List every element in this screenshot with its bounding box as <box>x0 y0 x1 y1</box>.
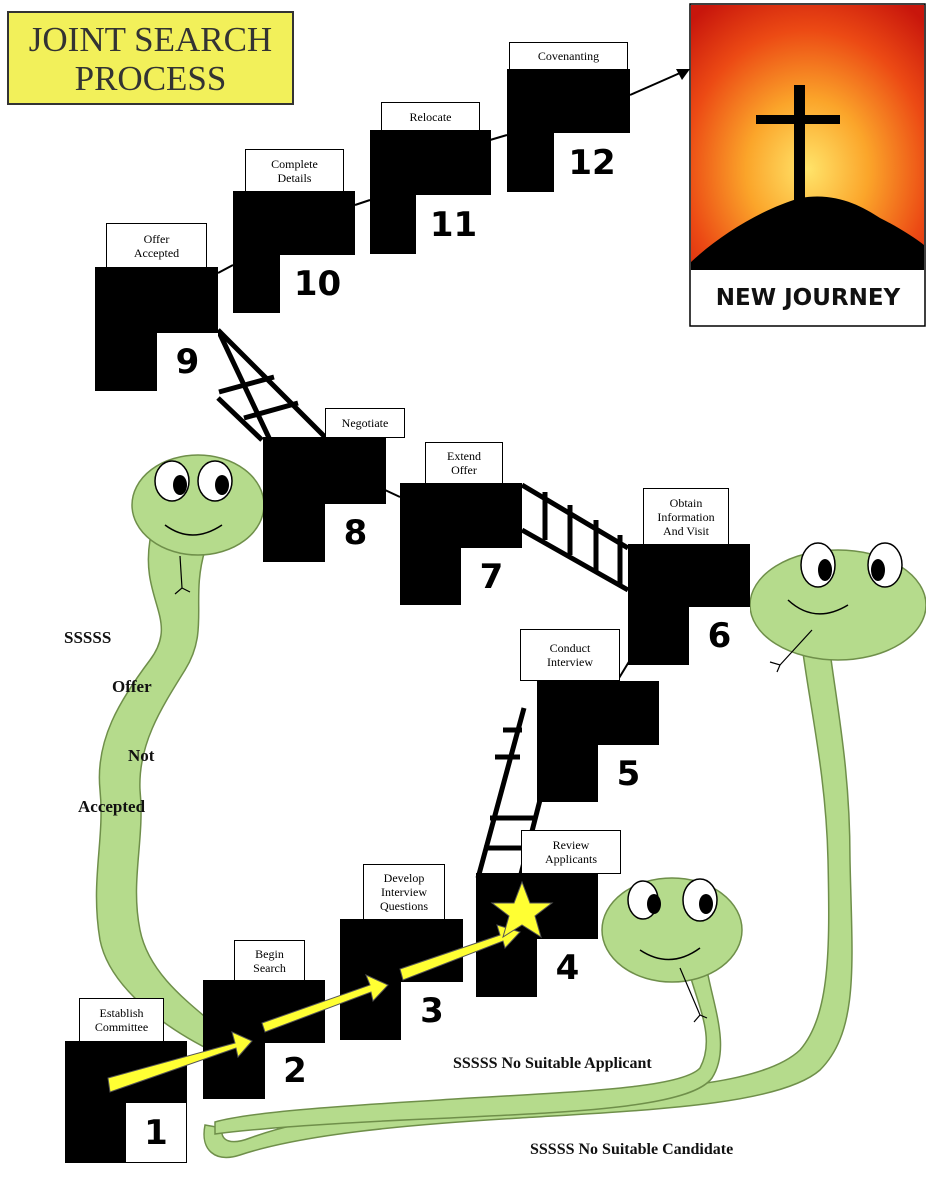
snake-offer-word-1: SSSSS <box>64 628 111 648</box>
step-label-7: Extend Offer <box>425 442 503 484</box>
step-number-11: 11 <box>416 195 491 254</box>
snake-head-offer <box>132 455 264 555</box>
step-label-3: Develop Interview Questions <box>363 864 445 920</box>
snake-applicant-text: SSSSS No Suitable Applicant <box>453 1055 652 1073</box>
step-label-4: Review Applicants <box>521 830 621 874</box>
step-label-11: Relocate <box>381 102 480 131</box>
step-number-1: 1 <box>126 1103 186 1162</box>
step-label-1: Establish Committee <box>79 998 164 1042</box>
step-number-4: 4 <box>537 939 598 997</box>
snake-candidate-text: SSSSS No Suitable Candidate <box>530 1141 733 1159</box>
step-label-9: Offer Accepted <box>106 223 207 268</box>
step-number-10: 10 <box>280 255 355 313</box>
diagram-title: JOINT SEARCH PROCESS <box>7 11 294 105</box>
step-number-5: 5 <box>598 745 659 802</box>
step-number-9: 9 <box>157 333 218 391</box>
step-number-7: 7 <box>461 548 522 605</box>
step-number-2: 2 <box>265 1043 325 1099</box>
ladder-8-to-9 <box>218 330 325 440</box>
snake-offer-word-3: Not <box>128 746 154 766</box>
step-number-8: 8 <box>325 504 386 562</box>
step-label-5: Conduct Interview <box>520 629 620 681</box>
snake-offer-word-2: Offer <box>112 677 152 697</box>
step-number-6: 6 <box>689 607 750 665</box>
step-label-8: Negotiate <box>325 408 405 438</box>
title-line-2: PROCESS <box>9 59 292 98</box>
step-number-3: 3 <box>401 982 463 1040</box>
ladder-7-to-6 <box>522 485 628 590</box>
snake-offer-word-4: Accepted <box>78 797 145 817</box>
new-journey-label: NEW JOURNEY <box>691 270 925 326</box>
step-label-6: Obtain Information And Visit <box>643 488 729 545</box>
arrow-to-new-journey <box>630 73 680 95</box>
step-label-12: Covenanting <box>509 42 628 70</box>
snake-body-offer <box>96 540 232 1050</box>
snake-head-applicant <box>602 878 742 982</box>
step-label-10: Complete Details <box>245 149 344 192</box>
step-number-12: 12 <box>554 133 630 192</box>
title-line-1: JOINT SEARCH <box>9 20 292 59</box>
step-label-2: Begin Search <box>234 940 305 981</box>
